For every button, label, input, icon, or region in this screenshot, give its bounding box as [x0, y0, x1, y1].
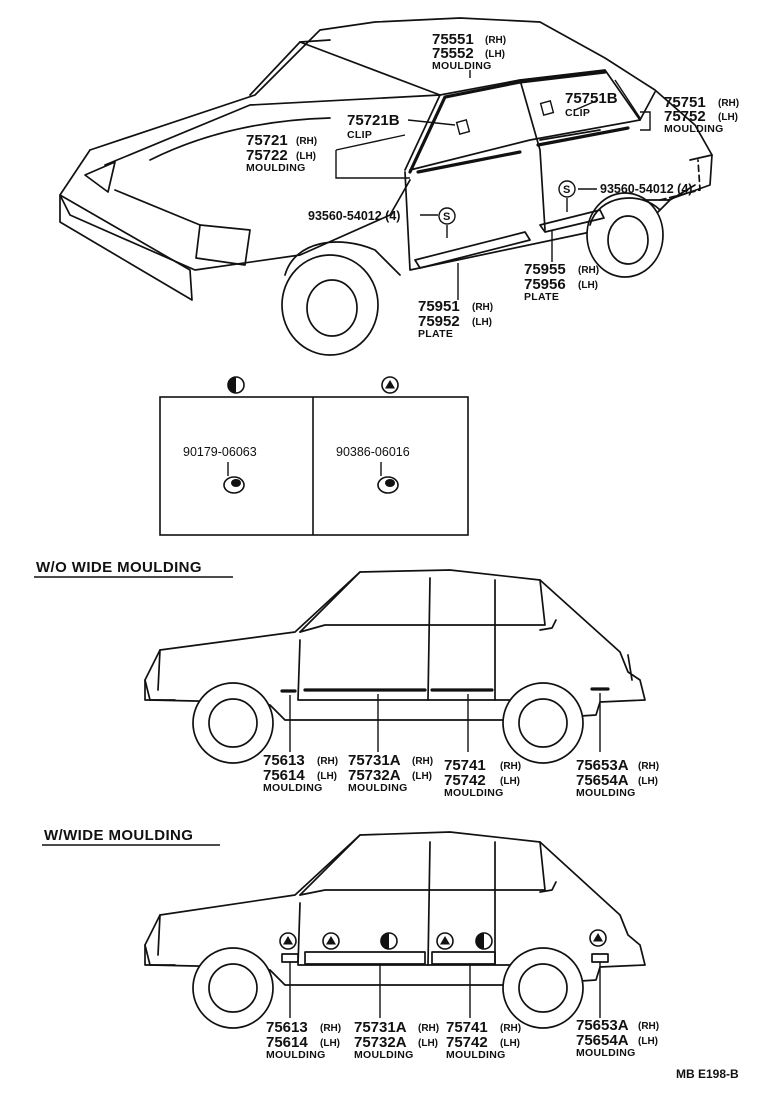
screw-93560-right: 93560-54012 (4) — [600, 182, 692, 196]
part-75956-side: (LH) — [578, 280, 598, 291]
fastener-part-1: 90179-06063 — [183, 445, 257, 459]
triangle-in-circle-symbol — [279, 932, 297, 950]
w-part-75654A: 75654A — [576, 1032, 629, 1049]
part-75721: 75721 — [246, 132, 288, 149]
w-part-75653A: 75653A — [576, 1017, 629, 1034]
fastener-table: 90179-06063 90386-06016 — [159, 376, 469, 536]
triangle-in-circle-symbol — [436, 932, 454, 950]
w-part-75614-side: (LH) — [320, 1038, 340, 1049]
part-75955: 75955 — [524, 261, 566, 278]
section-wo-wide: W/O WIDE MOULDING 75613 (RH) 75614 — [34, 559, 659, 799]
clip-90386-icon — [377, 462, 399, 494]
w-part-75653A-name: MOULDING — [576, 1047, 636, 1059]
part-75551-side: (RH) — [485, 35, 506, 46]
fastener-symbols-w-wide — [279, 929, 607, 950]
wo-part-75654A-side: (LH) — [638, 776, 658, 787]
w-part-75731A: 75731A — [354, 1019, 407, 1036]
part-75752-side: (LH) — [718, 112, 738, 123]
wo-part-75654A: 75654A — [576, 772, 629, 789]
triangle-in-circle-symbol — [589, 929, 607, 947]
top-labels: 75551 (RH) 75552 (LH) MOULDING 75721B CL… — [246, 31, 739, 340]
w-part-75742-side: (LH) — [500, 1038, 520, 1049]
part-75952: 75952 — [418, 313, 460, 330]
part-75551-name: MOULDING — [432, 60, 492, 72]
screw-symbol-right: S — [563, 184, 570, 196]
w-part-75741-name: MOULDING — [446, 1049, 506, 1061]
w-part-75741: 75741 — [446, 1019, 488, 1036]
w-part-75654A-side: (LH) — [638, 1036, 658, 1047]
part-75551: 75551 — [432, 31, 474, 48]
clip-90179-icon — [223, 462, 245, 494]
half-filled-circle-symbol — [227, 376, 245, 394]
section-w-wide: W/WIDE MOULDING — [42, 827, 659, 1061]
part-75552: 75552 — [432, 45, 474, 62]
w-part-75742: 75742 — [446, 1034, 488, 1051]
wo-part-75741: 75741 — [444, 757, 486, 774]
w-part-75613-name: MOULDING — [266, 1049, 326, 1061]
part-75722-side: (LH) — [296, 151, 316, 162]
wo-part-75614-side: (LH) — [317, 771, 337, 782]
part-75721B-name: CLIP — [347, 129, 372, 141]
part-75951: 75951 — [418, 298, 460, 315]
car-side-view-1 — [144, 569, 646, 764]
part-75955-side: (RH) — [578, 265, 599, 276]
part-75956: 75956 — [524, 276, 566, 293]
wo-wide-title: W/O WIDE MOULDING — [36, 559, 202, 576]
w-part-75732A-side: (LH) — [418, 1038, 438, 1049]
part-75751-name: MOULDING — [664, 123, 724, 135]
triangle-in-circle-symbol — [322, 932, 340, 950]
wo-part-75614: 75614 — [263, 767, 305, 784]
wo-part-75742-side: (LH) — [500, 776, 520, 787]
w-part-75741-side: (RH) — [500, 1023, 521, 1034]
part-75955-name: PLATE — [524, 291, 559, 303]
screw-93560-left: 93560-54012 (4) — [308, 209, 400, 223]
wo-part-75613: 75613 — [263, 752, 305, 769]
wo-part-75732A-side: (LH) — [412, 771, 432, 782]
w-part-75731A-name: MOULDING — [354, 1049, 414, 1061]
part-75721B: 75721B — [347, 112, 400, 129]
part-75752: 75752 — [664, 108, 706, 125]
car-side-view-2 — [144, 831, 646, 1029]
triangle-in-circle-symbol — [381, 376, 399, 394]
fastener-part-2: 90386-06016 — [336, 445, 410, 459]
car-three-quarter-view — [59, 17, 713, 356]
half-filled-circle-symbol — [380, 932, 398, 950]
wo-part-75653A-side: (RH) — [638, 761, 659, 772]
screw-symbol-left: S — [443, 211, 450, 223]
w-part-75614: 75614 — [266, 1034, 308, 1051]
part-75721-side: (RH) — [296, 136, 317, 147]
w-part-75653A-side: (RH) — [638, 1021, 659, 1032]
wo-part-75741-side: (RH) — [500, 761, 521, 772]
w-part-75613-side: (RH) — [320, 1023, 341, 1034]
wo-part-75653A: 75653A — [576, 757, 629, 774]
part-75751-side: (RH) — [718, 98, 739, 109]
part-75552-side: (LH) — [485, 49, 505, 60]
part-75951-name: PLATE — [418, 328, 453, 340]
wo-part-75741-name: MOULDING — [444, 787, 504, 799]
wo-part-75731A: 75731A — [348, 752, 401, 769]
w-part-75731A-side: (RH) — [418, 1023, 439, 1034]
part-75952-side: (LH) — [472, 317, 492, 328]
w-part-75613: 75613 — [266, 1019, 308, 1036]
w-wide-title: W/WIDE MOULDING — [44, 827, 193, 844]
part-75721-name: MOULDING — [246, 162, 306, 174]
part-75751: 75751 — [664, 94, 706, 111]
wo-part-75613-side: (RH) — [317, 756, 338, 767]
wo-part-75742: 75742 — [444, 772, 486, 789]
top-leaders: S S — [335, 70, 651, 300]
half-filled-circle-symbol — [475, 932, 493, 950]
part-75722: 75722 — [246, 147, 288, 164]
part-75951-side: (RH) — [472, 302, 493, 313]
wo-part-75613-name: MOULDING — [263, 782, 323, 794]
wo-part-75653A-name: MOULDING — [576, 787, 636, 799]
figure-code: MB E198-B — [676, 1067, 739, 1081]
part-75751B: 75751B — [565, 90, 618, 107]
wo-part-75731A-name: MOULDING — [348, 782, 408, 794]
w-part-75732A: 75732A — [354, 1034, 407, 1051]
part-75751B-name: CLIP — [565, 107, 590, 119]
wo-part-75731A-side: (RH) — [412, 756, 433, 767]
wo-part-75732A: 75732A — [348, 767, 401, 784]
